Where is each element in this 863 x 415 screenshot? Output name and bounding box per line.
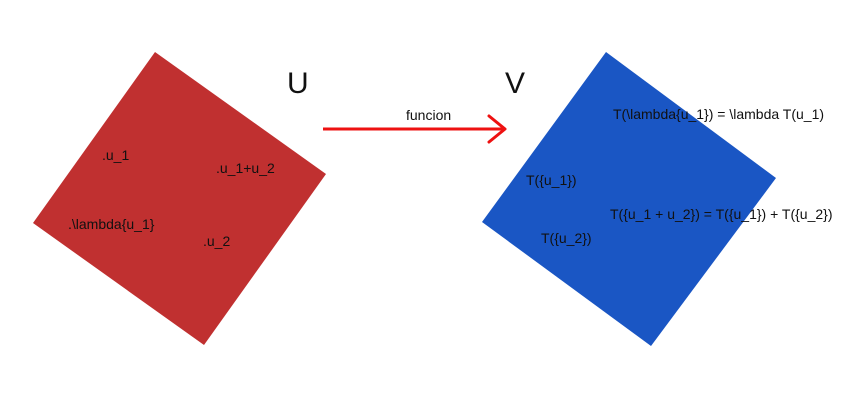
codomain-title: V: [505, 67, 525, 100]
codomain-set-v-shape: [482, 52, 776, 346]
point-u1-label: .u_1: [102, 147, 129, 163]
image-t-lambda-u1-label: T(\lambda{u_1}) = \lambda T(u_1): [613, 106, 824, 122]
domain-set-u-shape: [33, 52, 326, 345]
image-t-u2-label: T({u_2}): [541, 230, 592, 246]
image-t-u1-label: T({u_1}): [526, 172, 577, 188]
domain-title: U: [287, 67, 309, 100]
point-lambda-u1-label: .\lambda{u_1}: [68, 216, 155, 232]
point-u1-plus-u2-label: .u_1+u_2: [216, 160, 275, 176]
image-t-sum-label: T({u_1 + u_2}) = T({u_1}) + T({u_2}): [610, 206, 832, 222]
mapping-label: funcion: [406, 107, 451, 123]
mapping-arrow: [323, 114, 507, 144]
point-u2-label: .u_2: [203, 233, 230, 249]
